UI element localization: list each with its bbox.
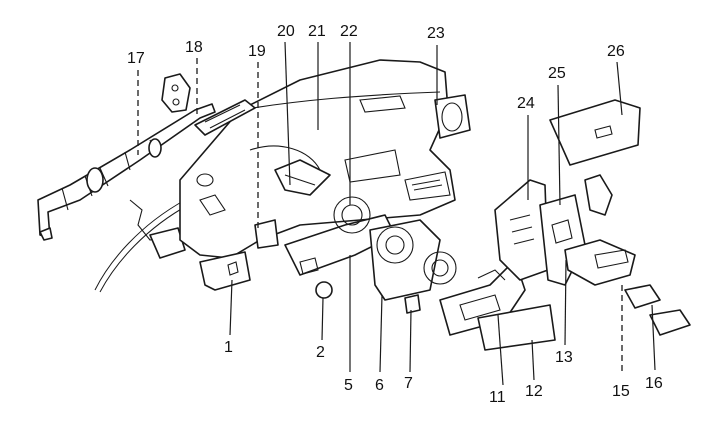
- callout-labels: 1 2 5 6 7 11 12 13 15 16 17 18 19 20 21 …: [127, 23, 663, 406]
- part-1-lower-panel: [199, 251, 251, 291]
- callout-7: 7: [404, 375, 413, 392]
- callout-15: 15: [612, 383, 630, 400]
- part-6-instrument-cluster: [369, 219, 457, 301]
- callout-19: 19: [248, 43, 266, 60]
- part-13-duct-assembly: [564, 239, 636, 286]
- part-24-right-panel: [494, 179, 549, 281]
- callout-2: 2: [316, 344, 325, 361]
- part-20-steering-column: [274, 159, 331, 196]
- wire-harness: [94, 199, 191, 293]
- part-23-side-vent: [434, 94, 471, 139]
- callout-1: 1: [224, 339, 233, 356]
- callout-20: 20: [277, 23, 295, 40]
- callout-17: 17: [127, 50, 145, 67]
- callout-11: 11: [489, 389, 506, 406]
- part-26-glovebox-door: [549, 99, 641, 166]
- callout-26: 26: [607, 43, 625, 60]
- part-7-switch: [404, 294, 421, 314]
- reference-lines: [137, 58, 623, 375]
- part-16-connector: [624, 284, 691, 336]
- part-2-knob: [315, 281, 333, 299]
- part-18-bracket: [161, 73, 191, 113]
- callout-24: 24: [517, 95, 535, 112]
- callout-5: 5: [344, 377, 353, 394]
- part-12-lower-cover: [477, 304, 556, 351]
- callout-25: 25: [548, 65, 566, 82]
- callout-12: 12: [525, 383, 543, 400]
- callout-6: 6: [375, 377, 384, 394]
- part-19-defroster-duct: [194, 99, 279, 249]
- callout-23: 23: [427, 25, 445, 42]
- callout-22: 22: [340, 23, 358, 40]
- callout-21: 21: [308, 23, 326, 40]
- callout-18: 18: [185, 39, 203, 56]
- part-17-crossmember: [37, 103, 216, 241]
- leader-lines: [229, 41, 656, 386]
- part-side-trim: [584, 174, 613, 216]
- callout-16: 16: [645, 375, 663, 392]
- callout-13: 13: [555, 349, 573, 366]
